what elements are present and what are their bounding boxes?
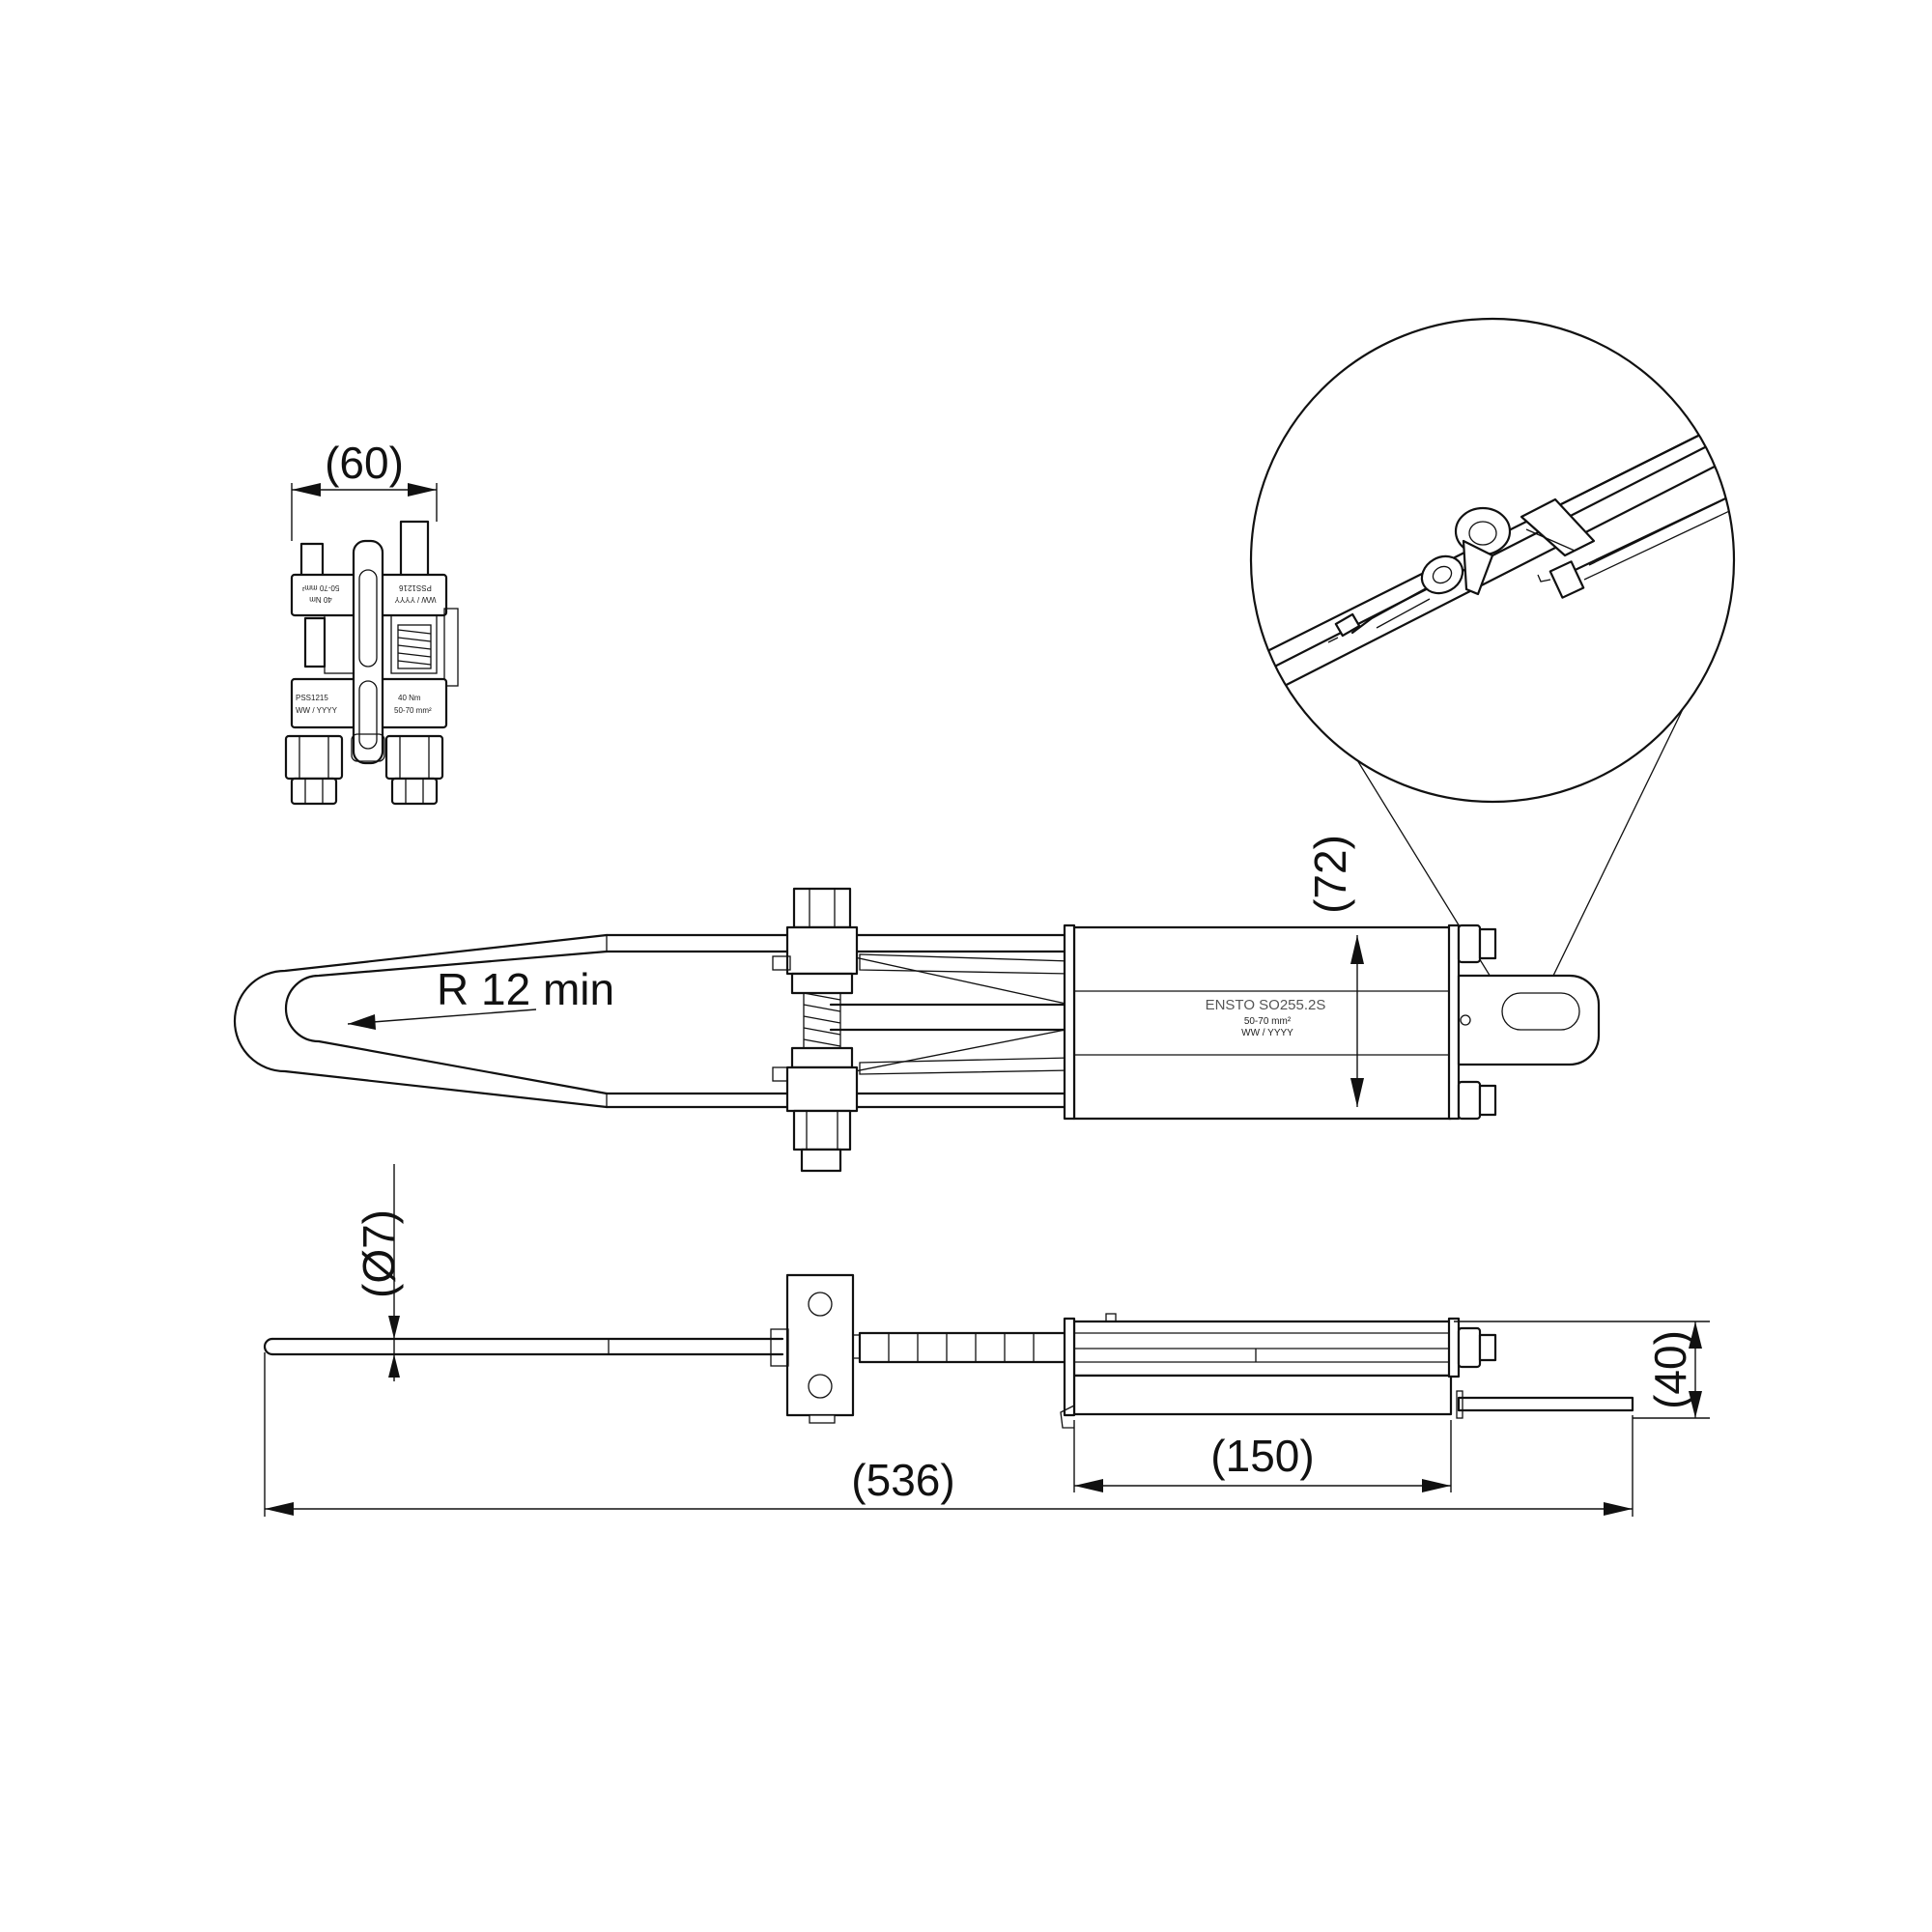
dimension-radius-label: R 12 min	[437, 964, 614, 1014]
clamp-range-marking: 50-70 mm²	[394, 706, 432, 715]
end-view: 40 Nm 50-70 mm² WW / YYYY PSS1216 PSS121…	[284, 438, 459, 806]
clamp-range-marking: 50-70 mm²	[301, 583, 339, 592]
eye-ring-icon	[1420, 506, 1512, 596]
spring-icon	[397, 624, 432, 669]
product-range-marking: 50-70 mm²	[1244, 1016, 1292, 1027]
clamp-code-marking: PSS1215	[296, 694, 328, 702]
dimension-536: (536)	[264, 1352, 1634, 1517]
dimension-40: (40)	[1454, 1321, 1710, 1419]
clamp-code-marking: PSS1216	[399, 583, 432, 592]
clamp-date-marking: WW / YYYY	[296, 706, 338, 715]
product-date-marking: WW / YYYY	[1241, 1028, 1293, 1038]
dimension-height-label: (72)	[1305, 835, 1355, 914]
clamp-torque-marking: 40 Nm	[309, 595, 332, 604]
spring-icon	[803, 992, 841, 1048]
eye-slot-icon	[1501, 992, 1580, 1031]
dimension-total-length-label: (536)	[851, 1455, 954, 1505]
clamp-torque-marking: 40 Nm	[398, 694, 421, 702]
nut-icon	[284, 734, 344, 806]
dimension-72: (72)	[1305, 835, 1364, 1107]
front-view: ENSTO SO255.2S 50-70 mm² WW / YYYY R 12 …	[233, 835, 1601, 1173]
dimension-60: (60)	[291, 438, 438, 541]
nut-icon	[384, 734, 444, 806]
dimension-width-label: (60)	[325, 438, 404, 488]
dimension-diameter: (Ø7)	[354, 1164, 404, 1381]
product-name-marking: ENSTO SO255.2S	[1206, 997, 1326, 1013]
dimension-diameter-label: (Ø7)	[354, 1209, 404, 1298]
side-view: (Ø7) (40) (150) (536)	[263, 1164, 1710, 1517]
dimension-side-height-label: (40)	[1645, 1330, 1695, 1409]
dimension-150: (150)	[1073, 1420, 1452, 1492]
dimension-body-length-label: (150)	[1210, 1431, 1314, 1481]
dimension-radius: R 12 min	[347, 964, 614, 1030]
clamp-date-marking: WW / YYYY	[394, 595, 437, 604]
